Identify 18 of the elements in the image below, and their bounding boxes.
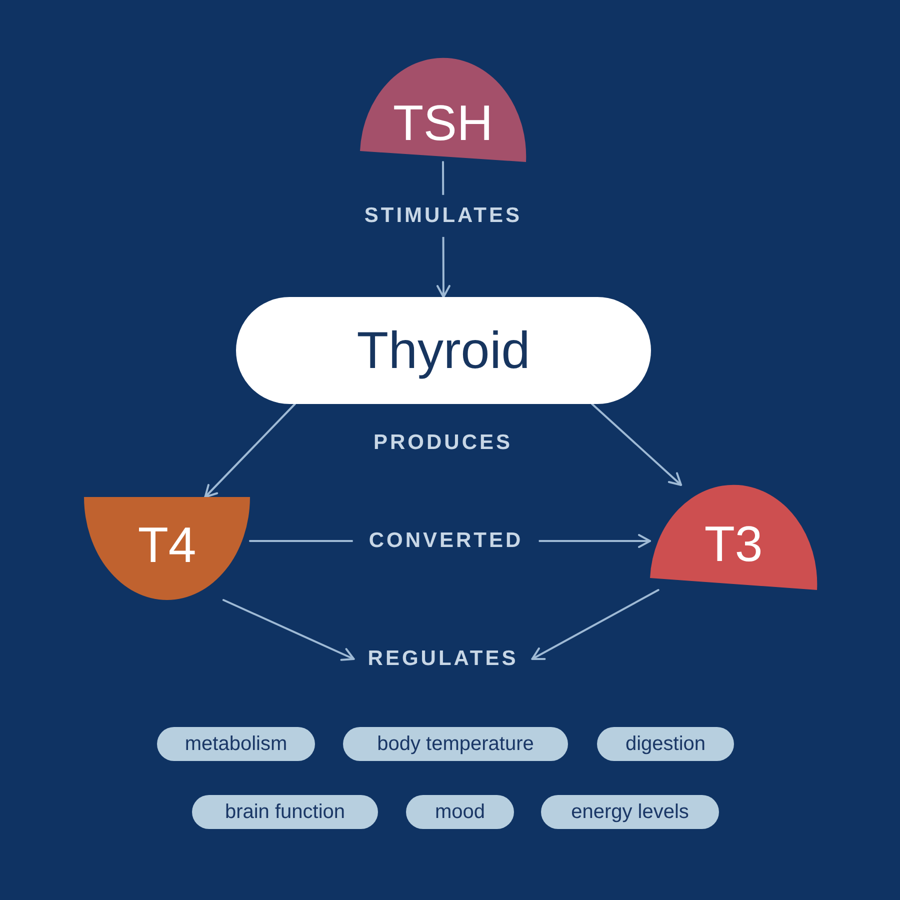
effect-tag: body temperature [343, 727, 568, 761]
hormone-dome: TSH [360, 58, 526, 162]
organ-pill: Thyroid [236, 297, 651, 404]
effect-tag: mood [406, 795, 514, 829]
effect-tag: digestion [597, 727, 734, 761]
hormone-dome: T3 [650, 485, 817, 590]
effect-tag: metabolism [157, 727, 315, 761]
effect-tag: brain function [192, 795, 378, 829]
edge-label: CONVERTED [368, 528, 524, 554]
relation-label: REGULATES [354, 646, 532, 672]
arrow [222, 599, 355, 661]
arrow [204, 403, 296, 498]
effect-tag: energy levels [541, 795, 719, 829]
relation-label: PRODUCES [373, 430, 513, 456]
arrow [591, 403, 682, 486]
hormone-bowl: T4 [84, 497, 250, 600]
edge-label: STIMULATES [364, 204, 522, 228]
arrow [531, 589, 660, 660]
